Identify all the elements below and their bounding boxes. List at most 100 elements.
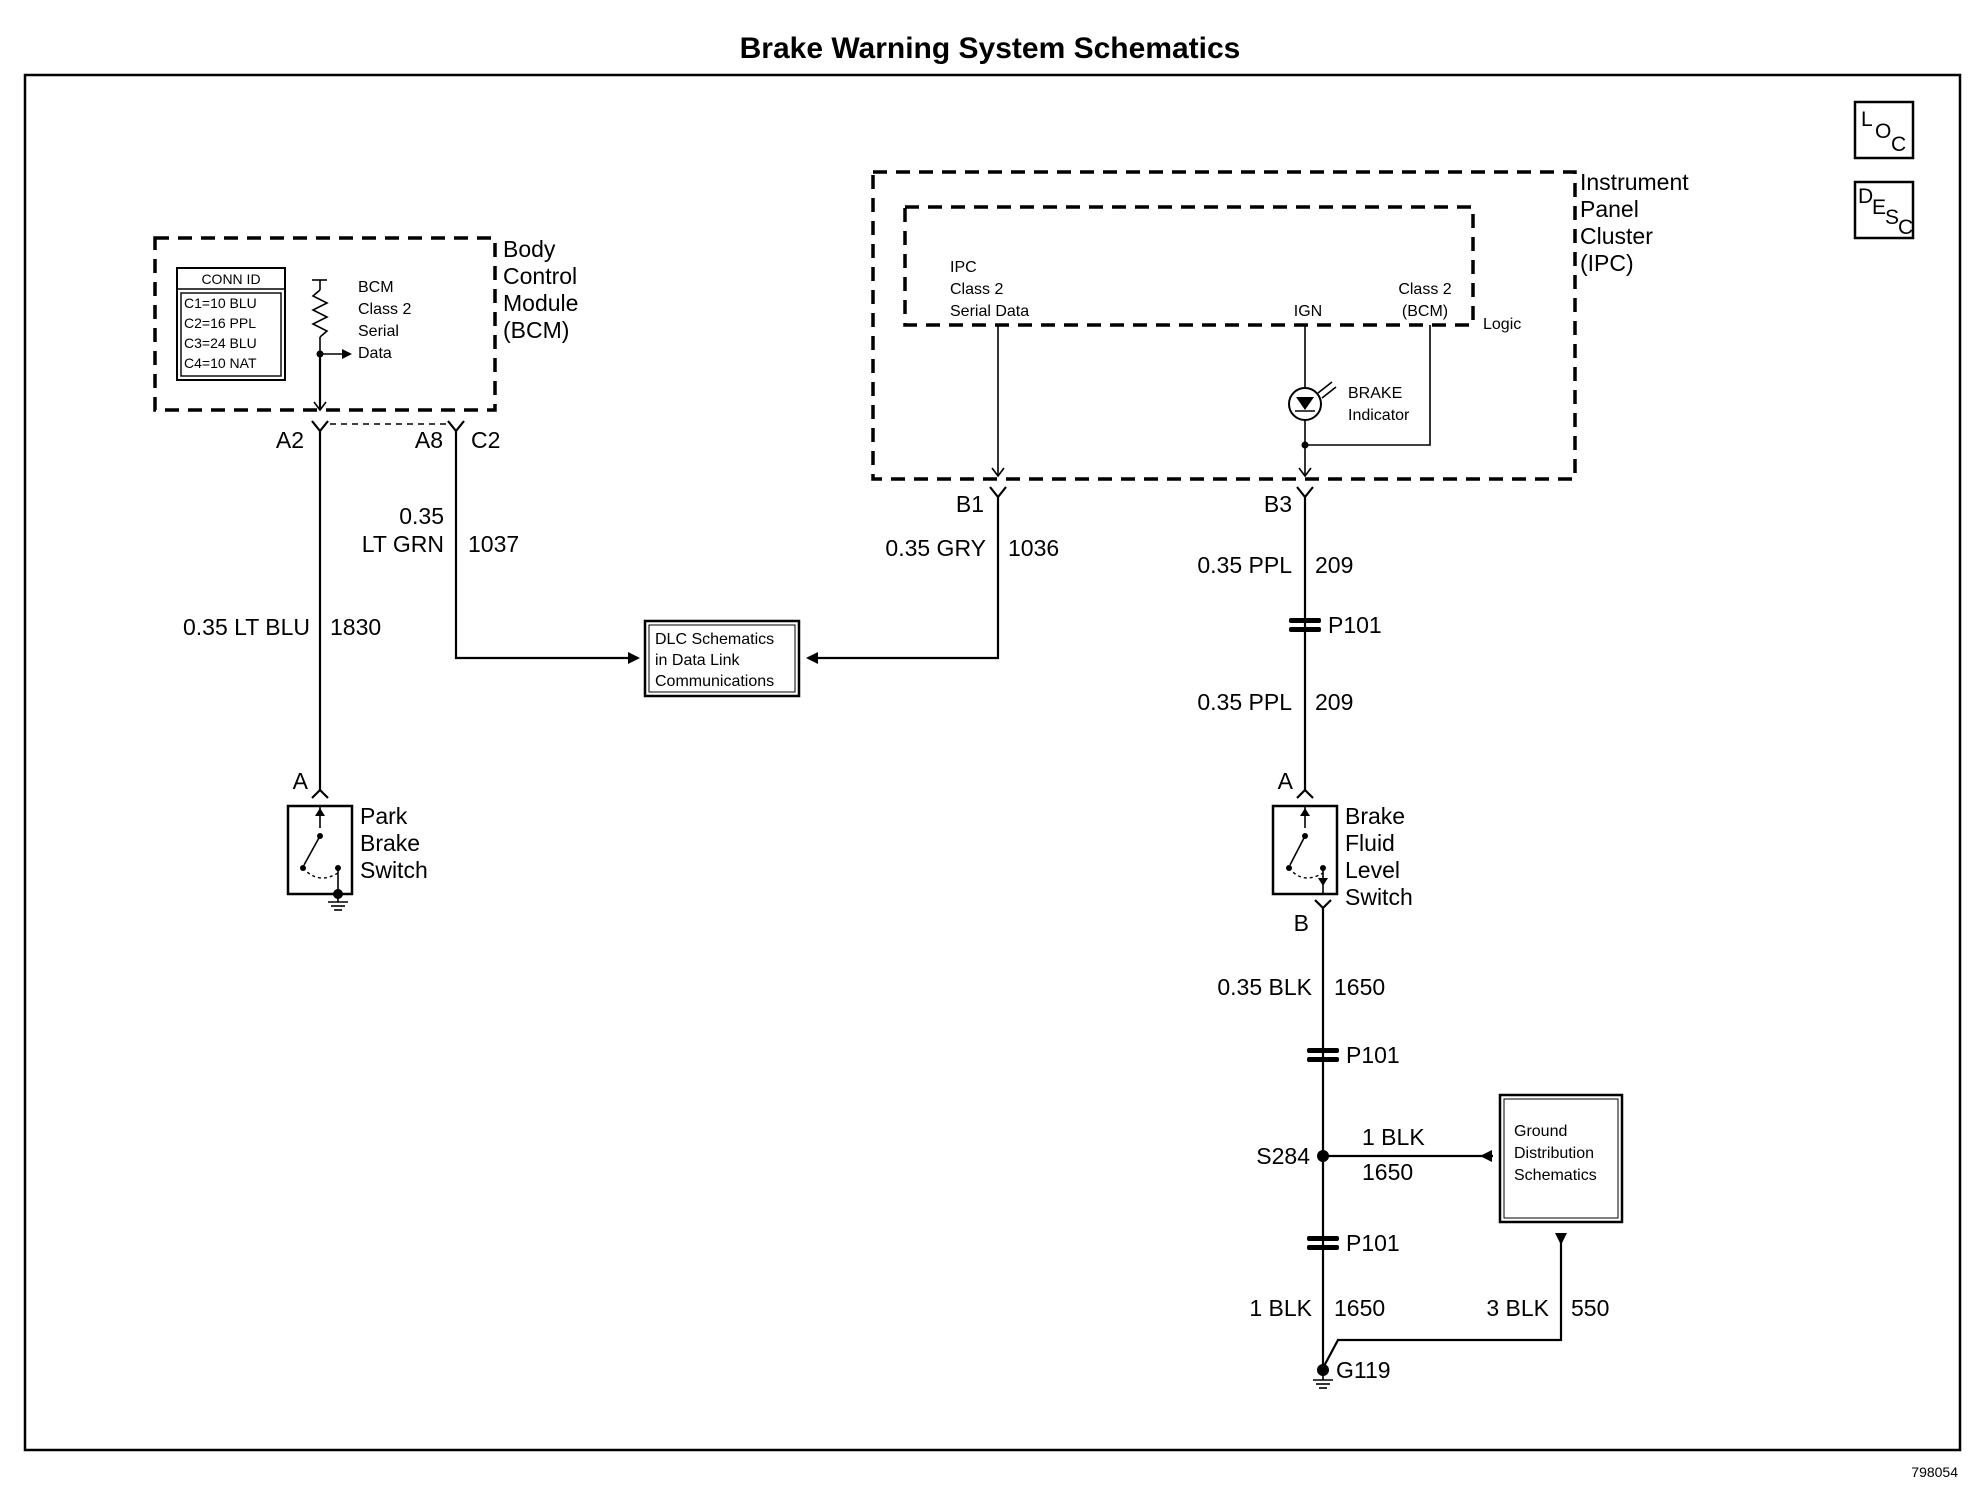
ipc-label-line4: (IPC) [1580, 250, 1634, 276]
wire-circuit-label: 1037 [468, 531, 519, 557]
loc-letter-l: L [1861, 108, 1873, 131]
bcm-label-line1: Body [503, 236, 556, 262]
bcm-serial-label: Serial [358, 323, 399, 340]
p101-connector-icon: P101 [1307, 1042, 1400, 1068]
ipc-ign-label: IGN [1294, 303, 1322, 320]
conn-id-row: C4=10 NAT [184, 355, 257, 371]
pin-label-a2: A2 [276, 427, 304, 453]
ipc-class2-label: Class 2 [1398, 281, 1451, 298]
desc-letter-s: S [1885, 206, 1899, 229]
switch-label: Fluid [1345, 830, 1395, 856]
dlc-box-text: DLC Schematics [655, 631, 774, 648]
wire-550 [1322, 1233, 1563, 1369]
switch-label: Level [1345, 857, 1400, 883]
pin-label-a: A [1278, 768, 1294, 794]
conn-id-table: CONN ID C1=10 BLU C2=16 PPL C3=24 BLU C4… [176, 267, 286, 381]
connector-label-p101: P101 [1346, 1042, 1400, 1068]
switch-contact-icon [1286, 806, 1328, 894]
loc-button[interactable]: L O C [1853, 100, 1915, 160]
p101-connector-icon: P101 [1307, 1230, 1400, 1256]
dlc-box-text: Communications [655, 673, 774, 690]
brake-indicator-lamp-icon [1288, 381, 1337, 421]
ipc-connector-b3: B3 [1264, 486, 1314, 517]
conn-id-header: CONN ID [201, 271, 260, 287]
wire-gauge-label: LT GRN [362, 531, 444, 557]
wire-gauge-label: 0.35 PPL [1197, 689, 1292, 715]
bcm-module: Body Control Module (BCM) CONN ID C1=10 … [153, 236, 578, 412]
wire-circuit-label: 209 [1315, 552, 1353, 578]
ipc-class2-label: (BCM) [1402, 303, 1448, 320]
bcm-label-line3: Module [503, 290, 578, 316]
brake-indicator-label: BRAKE [1348, 385, 1402, 402]
conn-id-row: C2=16 PPL [184, 315, 256, 331]
switch-label: Brake [1345, 803, 1405, 829]
g119-ground-icon: G119 [1313, 1357, 1391, 1389]
ipc-module: Instrument Panel Cluster (IPC) IPC Class… [871, 169, 1689, 481]
switch-label: Switch [1345, 884, 1413, 910]
wire-gauge-label: 0.35 GRY [885, 535, 986, 561]
bcm-serial-label: BCM [358, 279, 394, 296]
wire-circuit-label: 1036 [1008, 535, 1059, 561]
wire-circuit-label: 1830 [330, 614, 381, 640]
connector-label-p101: P101 [1328, 612, 1382, 638]
connector-label-p101: P101 [1346, 1230, 1400, 1256]
pin-label-a8: A8 [415, 427, 443, 453]
ipc-connector-b1: B1 [956, 486, 1007, 517]
wire-circuit-label: 1650 [1334, 1295, 1385, 1321]
ipc-serial-label: Serial Data [950, 303, 1029, 320]
ipc-label-line2: Panel [1580, 196, 1639, 222]
diagram-frame [23, 73, 1962, 1452]
pin-label-c2: C2 [471, 427, 500, 453]
ipc-label-line1: Instrument [1580, 169, 1689, 195]
brake-indicator-label: Indicator [1348, 407, 1410, 424]
dlc-box-text: in Data Link [655, 652, 740, 669]
bcm-serial-label: Class 2 [358, 301, 411, 318]
ground-box-text: Distribution [1514, 1145, 1594, 1162]
pin-label-b: B [1294, 910, 1309, 936]
wire-gauge-label: 3 BLK [1486, 1295, 1549, 1321]
wire-gauge-label: 0.35 PPL [1197, 552, 1292, 578]
page-title: Brake Warning System Schematics [740, 32, 1241, 65]
wire-circuit-label: 209 [1315, 689, 1353, 715]
wire-gauge-label: 1 BLK [1249, 1295, 1312, 1321]
pin-label-a: A [293, 768, 309, 794]
p101-connector-icon: P101 [1289, 612, 1382, 638]
ground-distribution-link[interactable]: Ground Distribution Schematics [1498, 1093, 1624, 1224]
switch-label: Brake [360, 830, 420, 856]
brake-fluid-level-switch: A Brake Fluid Level Switch B [1271, 768, 1413, 936]
wire-circuit-label: 1650 [1334, 974, 1385, 1000]
conn-id-row: C1=10 BLU [184, 295, 257, 311]
switch-contact-icon [300, 806, 341, 894]
wire-gauge-label: 0.35 BLK [1217, 974, 1312, 1000]
ground-label: G119 [1336, 1357, 1391, 1383]
ground-icon [328, 889, 348, 911]
conn-id-row: C3=24 BLU [184, 335, 257, 351]
splice-label: S284 [1256, 1143, 1310, 1169]
wire-circuit-label: 550 [1571, 1295, 1609, 1321]
s284-splice: S284 [1256, 1143, 1329, 1169]
ipc-serial-label: Class 2 [950, 281, 1003, 298]
bcm-pullup-resistor-icon [311, 279, 352, 359]
desc-letter-c: C [1898, 216, 1913, 239]
pin-label-b3: B3 [1264, 491, 1292, 517]
loc-letter-o: O [1875, 120, 1891, 143]
park-brake-switch: A Park Brake Switch [286, 768, 428, 911]
wire-1037 [454, 431, 638, 660]
pin-label-b1: B1 [956, 491, 984, 517]
loc-letter-c: C [1891, 133, 1906, 156]
desc-letter-e: E [1872, 196, 1886, 219]
wire-gauge-label: 0.35 LT BLU [183, 614, 310, 640]
ipc-logic-label: Logic [1483, 316, 1521, 333]
bcm-serial-label: Data [358, 345, 392, 362]
switch-label: Switch [360, 857, 428, 883]
switch-label: Park [360, 803, 408, 829]
bcm-connector-c2: A8 C2 [415, 420, 500, 453]
desc-letter-d: D [1858, 185, 1873, 208]
wire-gauge-label: 0.35 [399, 503, 444, 529]
bcm-label-line4: (BCM) [503, 317, 569, 343]
dlc-schematics-link[interactable]: DLC Schematics in Data Link Communicatio… [643, 619, 801, 698]
ipc-label-line3: Cluster [1580, 223, 1653, 249]
desc-button[interactable]: D E S C [1853, 180, 1915, 240]
wire-1036 [808, 497, 1000, 660]
